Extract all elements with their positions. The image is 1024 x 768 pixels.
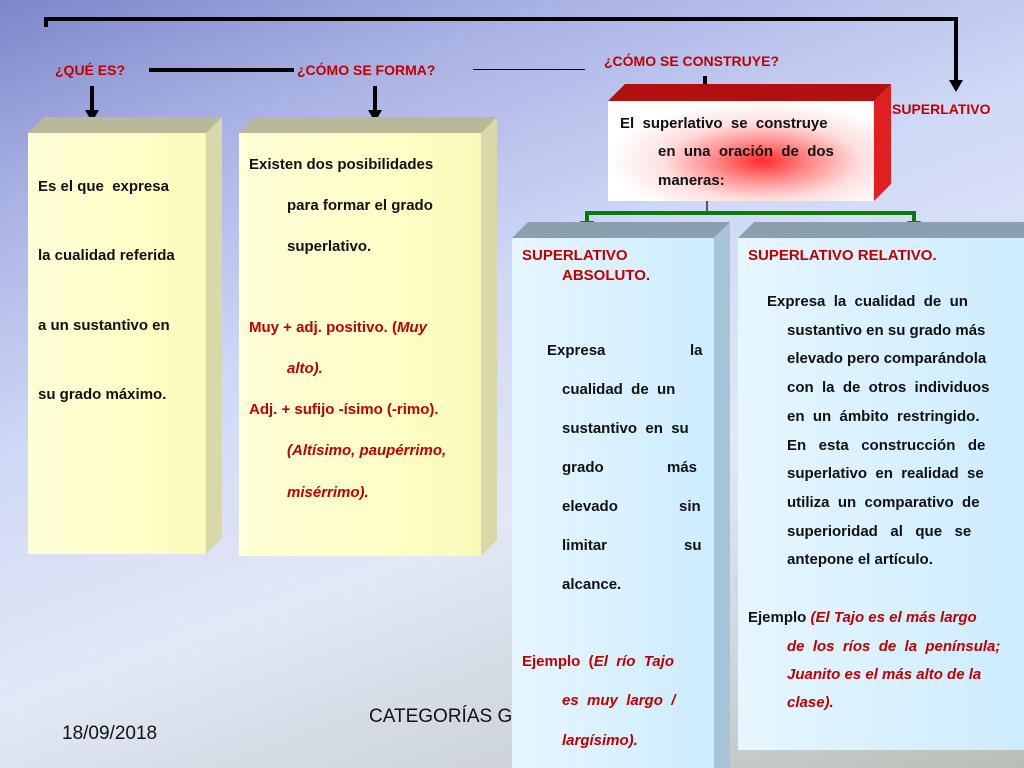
absoluto-line-5a: elevado [562, 498, 618, 515]
forma-line-4: Muy + adj. positivo. (Muy [249, 319, 427, 336]
green-stem [706, 201, 708, 214]
left-tick-line [44, 17, 48, 27]
green-horizontal [585, 211, 916, 215]
relativo-example-1: Ejemplo (El Tajo es el más largo [748, 609, 977, 626]
absoluto-line-1a: Expresa [547, 342, 606, 359]
relativo-line-10: antepone el artículo. [787, 551, 933, 568]
forma-line-7: (Altísimo, paupérrimo, [287, 442, 447, 459]
construye-box-side [874, 84, 891, 201]
absoluto-line-6b: su [684, 537, 702, 554]
absoluto-box-top [512, 222, 730, 238]
absoluto-line-4b: más [667, 459, 698, 476]
forma-rule-1: Muy + adj. positivo. ( [249, 319, 397, 336]
header-como-forma: ¿CÓMO SE FORMA? [297, 62, 436, 78]
que-es-box-side [206, 117, 222, 554]
relativo-example-3: Juanito es el más alto de la [787, 666, 982, 683]
forma-line-3: superlativo. [287, 238, 372, 255]
absoluto-box [512, 238, 714, 768]
relativo-example-2: de los ríos de la península; [787, 638, 1001, 655]
absoluto-title-1: SUPERLATIVO [522, 247, 628, 264]
relativo-line-6: En esta construcción de [787, 437, 986, 454]
forma-box [239, 133, 481, 556]
forma-line-5: alto). [287, 360, 323, 377]
relativo-line-8: utiliza un comparativo de [787, 494, 980, 511]
absoluto-line-2: cualidad de un [562, 381, 676, 398]
forma-rule-1-example: Muy [396, 319, 427, 336]
construye-line-2: en una oración de dos [658, 143, 834, 160]
absoluto-line-3: sustantivo en su [562, 420, 689, 437]
construye-line-3: maneras: [658, 172, 725, 189]
que-es-arrow-stem [90, 86, 94, 112]
absoluto-example-2: es muy largo / [562, 692, 676, 709]
footer-date: 18/09/2018 [62, 723, 158, 744]
absoluto-title-2: ABSOLUTO. [562, 267, 651, 284]
relativo-example-4: clase). [787, 694, 834, 711]
que-es-box-top [28, 117, 222, 133]
construye-box-top [608, 84, 891, 101]
relativo-example-label: Ejemplo [748, 609, 807, 626]
right-drop-line [954, 17, 958, 81]
forma-box-top [239, 117, 497, 133]
absoluto-line-6a: limitar [562, 537, 608, 554]
forma-arrow-stem [373, 86, 377, 112]
header-superlativo: SUPERLATIVO [892, 101, 991, 117]
absoluto-line-7: alcance. [562, 576, 622, 593]
absoluto-line-4a: grado [562, 459, 604, 476]
superlativo-arrow-icon [949, 80, 963, 92]
header-que-es: ¿QUÉ ES? [55, 62, 126, 78]
top-connector-line [44, 17, 958, 21]
construye-arrow-stem [703, 76, 707, 90]
relativo-line-2: sustantivo en su grado más [787, 322, 986, 339]
relativo-line-3: elevado pero comparándola [787, 350, 987, 367]
forma-line-1: Existen dos posibilidades [249, 156, 434, 173]
absoluto-example-1: Ejemplo (El río Tajo [522, 653, 674, 670]
construye-line-1: El superlativo se construye [620, 115, 828, 132]
forma-line-2: para formar el grado [287, 197, 433, 214]
relativo-box-top [738, 222, 1024, 238]
forma-construye-connector [473, 69, 585, 70]
relativo-line-4: con la de otros individuos [787, 379, 990, 396]
absoluto-box-side [714, 222, 730, 768]
relativo-example-text: (El Tajo es el más largo [806, 609, 977, 626]
relativo-line-7: superlativo en realidad se [787, 465, 984, 482]
header-como-construye: ¿CÓMO SE CONSTRUYE? [604, 53, 780, 69]
relativo-title: SUPERLATIVO RELATIVO. [748, 247, 937, 264]
que-es-line-2: la cualidad referida [38, 247, 175, 264]
absoluto-example-label: Ejemplo ( [522, 653, 594, 670]
relativo-line-1: Expresa la cualidad de un [767, 293, 968, 310]
relativo-line-9: superioridad al que se [787, 523, 972, 540]
relativo-line-5: en un ámbito restringido. [787, 408, 980, 425]
que-es-line-3: a un sustantivo en [38, 317, 170, 334]
construye-box [608, 101, 874, 201]
footer-title: CATEGORÍAS G [369, 706, 513, 727]
relativo-box [738, 238, 1024, 750]
green-left-stem [585, 211, 589, 223]
que-forma-connector [149, 68, 294, 72]
que-es-line-1: Es el que expresa [38, 178, 169, 195]
green-right-stem [912, 211, 916, 223]
absoluto-example-3: largísimo). [562, 732, 638, 749]
que-es-line-4: su grado máximo. [38, 386, 167, 403]
absoluto-line-5b: sin [679, 498, 701, 515]
forma-line-6: Adj. + sufijo -ísimo (-rimo). [249, 401, 439, 418]
forma-box-side [481, 117, 497, 556]
que-es-box [28, 133, 206, 554]
absoluto-line-1b: la [690, 342, 703, 359]
forma-line-8: misérrimo). [287, 484, 369, 501]
absoluto-example-text: El río Tajo [593, 653, 674, 670]
